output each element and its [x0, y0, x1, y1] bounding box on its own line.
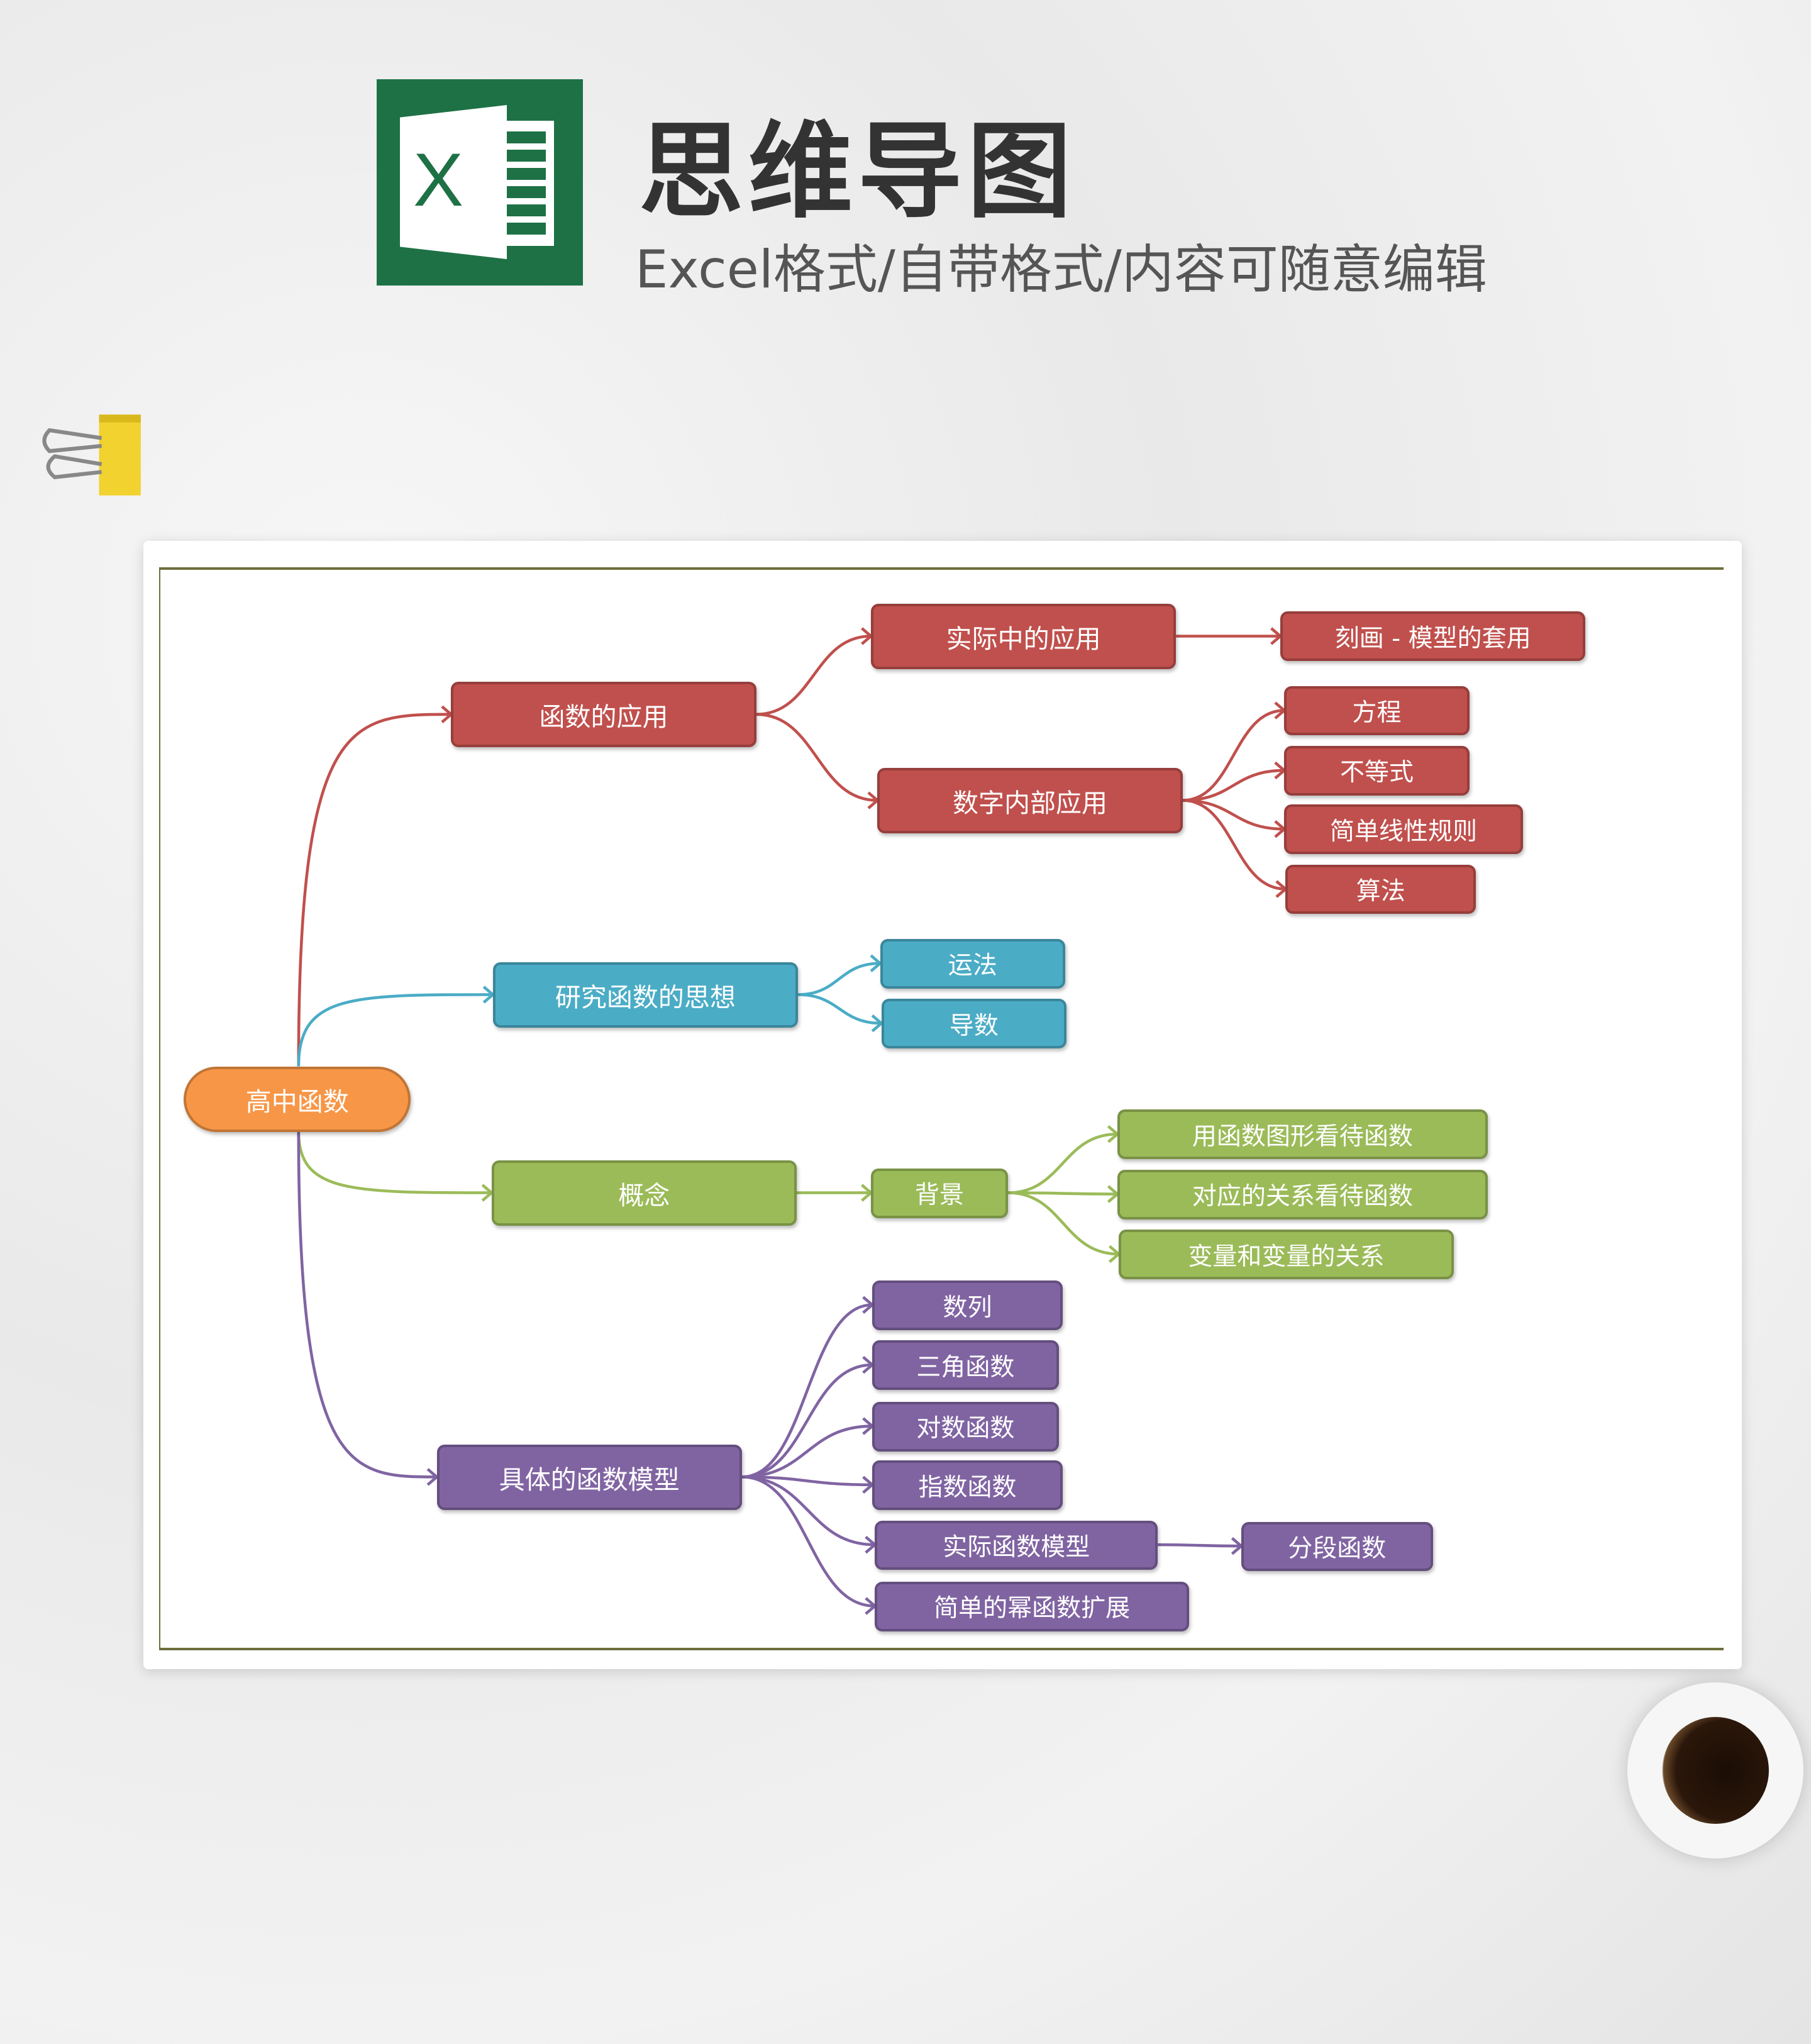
connector-n4-n4a — [741, 1303, 873, 1479]
mindmap-node-n4[interactable]: 具体的函数模型 — [436, 1445, 742, 1511]
connector-n2-n2b — [797, 993, 882, 1025]
mindmap-node-n2[interactable]: 研究函数的思想 — [492, 962, 798, 1028]
mindmap-node-n4e1[interactable]: 分段函数 — [1241, 1521, 1433, 1572]
connector-n4-n4d — [741, 1475, 873, 1487]
mindmap-node-n2a[interactable]: 运法 — [880, 938, 1065, 989]
connector-n4-n4f — [741, 1475, 875, 1608]
connector-n3a-n3a2 — [1007, 1191, 1117, 1196]
mindmap-node-n1b1[interactable]: 方程 — [1284, 686, 1470, 736]
mindmap-node-n1b2[interactable]: 不等式 — [1284, 746, 1470, 796]
excel-logo-icon: X — [377, 79, 583, 286]
connector-n4e-n4e1 — [1158, 1543, 1241, 1548]
mindmap-node-n3a[interactable]: 背景 — [871, 1168, 1008, 1218]
mindmap-node-n4d[interactable]: 指数函数 — [872, 1460, 1063, 1511]
mindmap-node-n4b[interactable]: 三角函数 — [872, 1340, 1059, 1391]
connector-n1b-n1b3 — [1182, 799, 1285, 831]
binder-clip-icon — [42, 414, 141, 496]
connector-n1b-n1b2 — [1182, 769, 1285, 802]
frame-line — [159, 1648, 1724, 1650]
connector-n1b-n1b4 — [1182, 799, 1286, 891]
connector-n3a-n3a3 — [1007, 1191, 1119, 1256]
mindmap-node-n1a1[interactable]: 刻画 - 模型的套用 — [1280, 611, 1586, 662]
mindmap-node-n2b[interactable]: 导数 — [881, 999, 1067, 1049]
page-title: 思维导图 — [639, 111, 1077, 233]
connector-n1-n1a — [756, 635, 872, 716]
connector-n4-n4e — [741, 1475, 875, 1547]
mindmap-node-n1[interactable]: 函数的应用 — [451, 682, 756, 748]
connector-n4-n4c — [741, 1425, 873, 1479]
mindmap-node-n3a1[interactable]: 用函数图形看待函数 — [1117, 1109, 1488, 1160]
excel-logo-letter: X — [413, 138, 464, 222]
coffee-cup-icon — [1627, 1682, 1803, 1858]
connector-n1-n1b — [756, 713, 878, 802]
mindmap-node-n3[interactable]: 概念 — [491, 1160, 797, 1226]
mindmap-node-n1b3[interactable]: 简单线性规则 — [1284, 804, 1523, 855]
connector-root-n2 — [297, 993, 493, 1067]
connector-n3a-n3a1 — [1007, 1132, 1117, 1194]
mindmap-node-n1a[interactable]: 实际中的应用 — [871, 604, 1177, 669]
connector-root-n3 — [297, 1131, 492, 1194]
mindmap-node-n1b[interactable]: 数字内部应用 — [877, 768, 1183, 833]
connector-n4-n4b — [741, 1363, 873, 1479]
mindmap-node-n4c[interactable]: 对数函数 — [872, 1401, 1059, 1452]
mindmap-node-n1b4[interactable]: 算法 — [1285, 864, 1476, 914]
mindmap-node-n3a3[interactable]: 变量和变量的关系 — [1119, 1230, 1454, 1280]
connector-n2-n2a — [797, 962, 880, 996]
mindmap-node-n4e[interactable]: 实际函数模型 — [875, 1520, 1158, 1570]
mindmap-node-n4a[interactable]: 数列 — [872, 1280, 1063, 1330]
connector-root-n4 — [297, 1131, 437, 1479]
frame-line — [159, 567, 1724, 570]
connector-n1b-n1b1 — [1182, 709, 1285, 802]
page-subtitle: Excel格式/自带格式/内容可随意编辑 — [635, 239, 1487, 300]
mindmap-node-n3a2[interactable]: 对应的关系看待函数 — [1117, 1169, 1488, 1219]
connector-root-n1 — [297, 713, 451, 1067]
mindmap-node-n4f[interactable]: 简单的幂函数扩展 — [875, 1582, 1189, 1631]
frame-line — [159, 567, 160, 1650]
mindmap-root-node[interactable]: 高中函数 — [184, 1067, 411, 1132]
